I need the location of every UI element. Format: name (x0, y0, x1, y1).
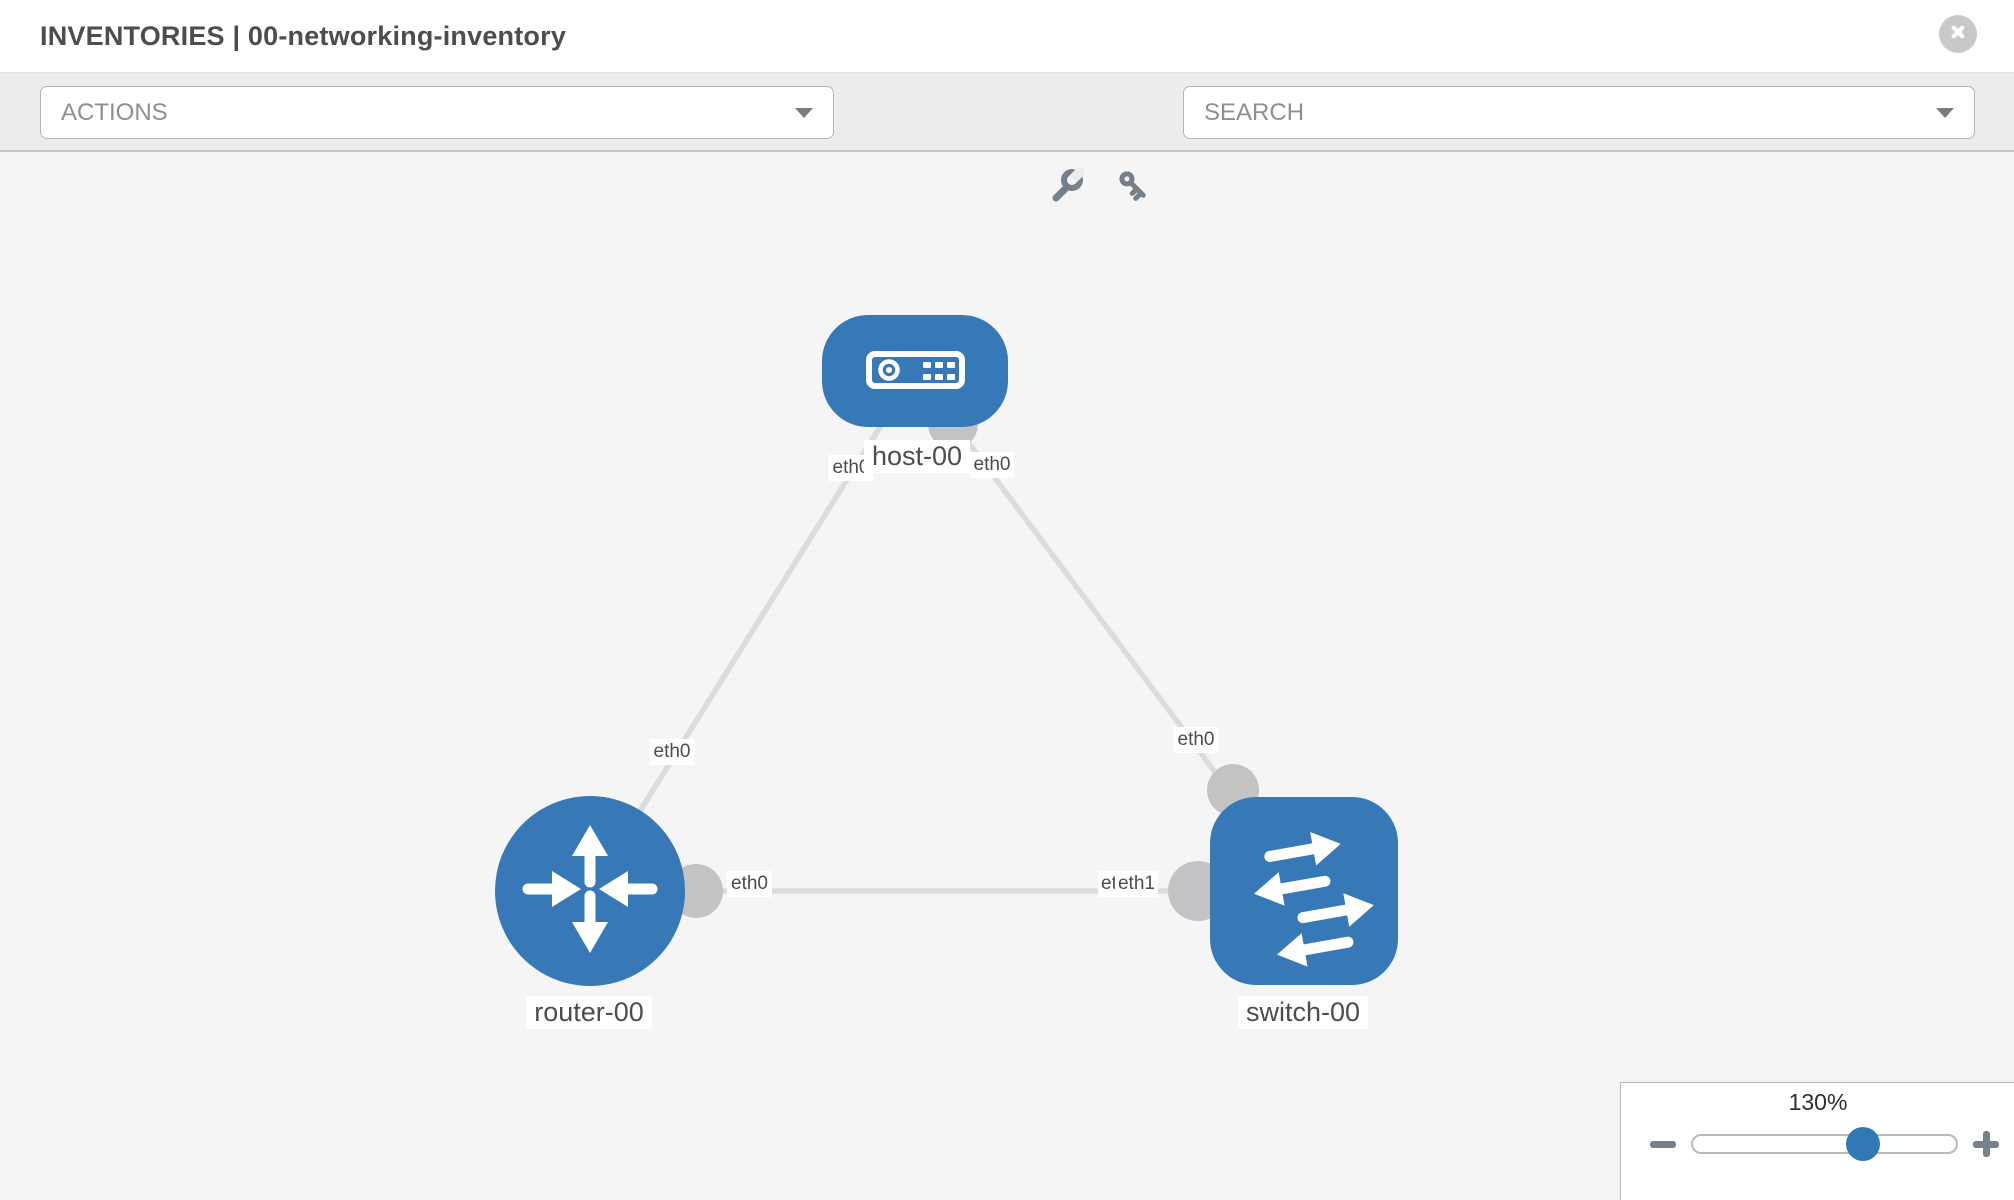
router-icon (495, 794, 685, 989)
switch-icon (1210, 795, 1398, 988)
host-icon (822, 313, 1008, 430)
search-dropdown[interactable]: SEARCH (1183, 86, 1975, 139)
search-dropdown-label: SEARCH (1204, 98, 1305, 126)
key-icon (1116, 168, 1152, 209)
topology-edges-layer (587, 369, 1307, 921)
node-label-router: router-00 (526, 996, 652, 1029)
wrench-icon (1048, 163, 1088, 209)
node-label-host: host-00 (863, 440, 971, 473)
credentials-button[interactable] (1115, 169, 1153, 207)
close-button[interactable] (1939, 15, 1977, 53)
node-switch-00[interactable] (1210, 797, 1398, 985)
configure-button[interactable] (1047, 163, 1088, 209)
iface-label-host-right: eth0 (969, 452, 1015, 478)
header-bar: INVENTORIES | 00-networking-inventory (0, 0, 2014, 73)
topology-canvas[interactable]: host-00 router-00 switch-00 eth0 eth0 et… (0, 150, 2014, 1200)
zoom-slider-handle[interactable] (1846, 1127, 1880, 1161)
minus-icon (1650, 1140, 1676, 1148)
actions-dropdown-label: ACTIONS (61, 98, 168, 126)
iface-label-router-uplink: eth0 (649, 739, 695, 765)
zoom-in-button[interactable] (1972, 1130, 2000, 1158)
node-label-switch: switch-00 (1237, 996, 1369, 1029)
iface-label-switch-uplink: eth0 (1173, 727, 1219, 753)
node-router-00[interactable] (495, 796, 685, 986)
iface-label-switch-port-group: eth0 eth1 (1098, 871, 1158, 897)
zoom-slider-track[interactable] (1691, 1134, 1958, 1154)
chevron-down-icon (1936, 107, 1954, 118)
iface-label-router-port: eth0 (727, 871, 772, 897)
iface-label-switch-port-over: eth1 (1114, 871, 1158, 897)
actions-dropdown[interactable]: ACTIONS (40, 86, 834, 139)
close-icon (1947, 21, 1969, 48)
zoom-control-panel: 130% (1620, 1082, 2014, 1200)
page-title: INVENTORIES | 00-networking-inventory (40, 21, 567, 51)
zoom-out-button[interactable] (1650, 1137, 1676, 1151)
node-host-00[interactable] (822, 315, 1008, 427)
toolbar: ACTIONS (0, 73, 2014, 201)
chevron-down-icon (795, 107, 813, 118)
zoom-level-value: 130% (1788, 1089, 1848, 1115)
